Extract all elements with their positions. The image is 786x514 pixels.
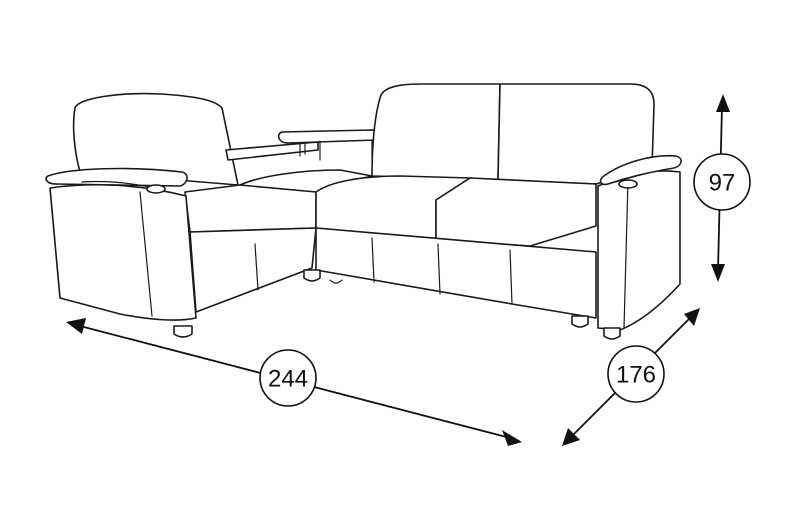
width-label: 244: [259, 349, 317, 407]
left-base: [189, 227, 317, 313]
foot-right-mid: [571, 315, 589, 328]
left-armrest-top: [45, 167, 188, 187]
left-back-cushion: [72, 92, 239, 186]
foot-corner: [303, 269, 321, 282]
right-back-cushion-left: [371, 83, 501, 181]
depth-label: 176: [607, 345, 665, 403]
right-base: [315, 227, 597, 319]
right-armrest-side: [597, 170, 681, 331]
corner-shelf-top: [277, 129, 382, 144]
corner-sofa-drawing: [45, 83, 682, 340]
width-value: 244: [268, 366, 308, 393]
height-value: 97: [709, 170, 736, 197]
right-armrest-top: [599, 154, 682, 186]
height-label: 97: [693, 153, 751, 211]
foot-right-front: [603, 327, 621, 340]
corner-shelf: [225, 141, 319, 161]
left-armrest-side: [49, 183, 197, 321]
depth-value: 176: [616, 362, 656, 389]
left-seat-cushion: [184, 184, 317, 233]
right-seat-cushion-right: [435, 177, 597, 247]
foot-left-front: [173, 325, 193, 338]
